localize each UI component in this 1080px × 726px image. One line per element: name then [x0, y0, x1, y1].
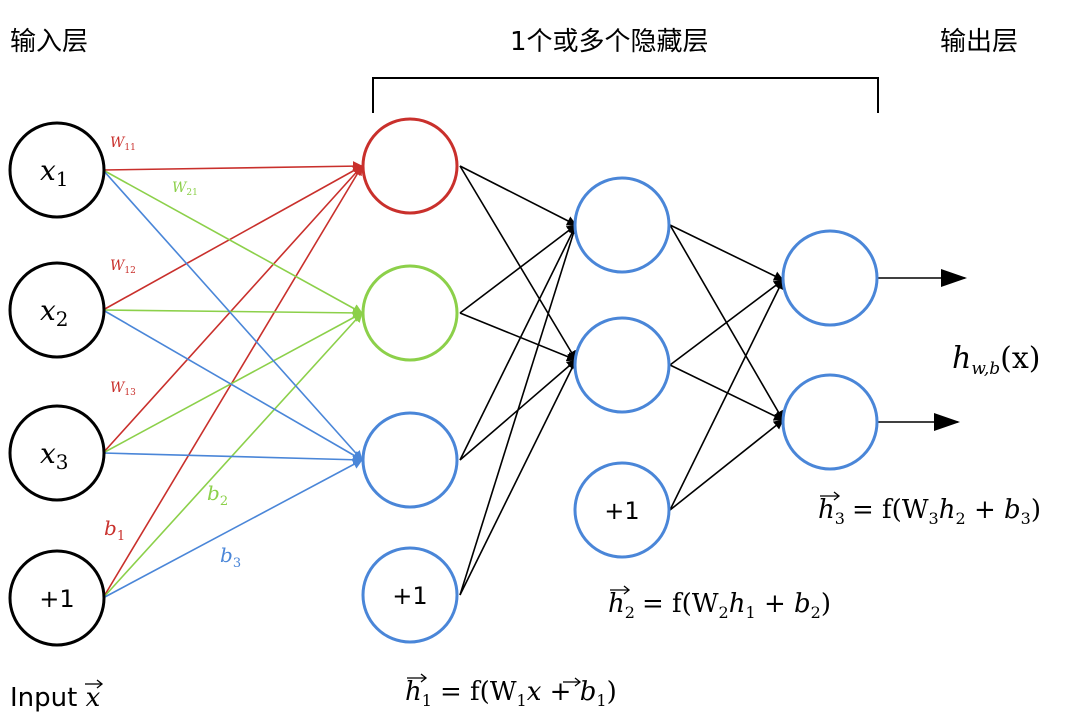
edge-x2-h1c	[102, 309, 363, 461]
hidden2-node-a	[573, 176, 671, 274]
edge-bias1-h2b	[459, 359, 577, 596]
equation-h2: h2 = f(W2h1 + b2)	[608, 585, 831, 622]
svg-text:Input x: Input x	[10, 683, 101, 713]
edge-x1-h1a	[102, 161, 363, 172]
input-node-x3	[8, 404, 106, 502]
output-node-a	[781, 229, 879, 327]
edge-h2b-oa	[669, 279, 784, 366]
equation-h3: h3 = f(W3h2 + b3)	[818, 491, 1041, 528]
edge-x3-h1c	[102, 452, 363, 465]
svg-text:h2: h2	[608, 589, 635, 622]
output-layer	[781, 229, 879, 471]
hidden-layer-header: 1个或多个隐藏层	[510, 27, 709, 57]
weight-label-w12: W12	[110, 258, 136, 276]
hidden1-bias-label: +1	[392, 582, 427, 610]
hidden2-edges	[669, 224, 784, 511]
edge-h1b-h2a	[459, 224, 577, 314]
edge-x1-h1c	[102, 169, 363, 461]
output-layer-header: 输出层	[940, 27, 1018, 57]
input-layer: x1 x2 x3 +1	[8, 121, 106, 647]
edge-b-h1c	[102, 459, 363, 599]
hidden-layer-1: +1	[361, 117, 459, 644]
input-node-x2-label: x2	[40, 294, 69, 331]
bias-weight-labels: b1 b2 b3	[104, 481, 241, 571]
bias-label-b3: b3	[220, 543, 241, 571]
edge-x2-h1a	[102, 165, 363, 311]
hidden2-bias-label: +1	[604, 497, 639, 525]
input-edges	[102, 161, 363, 599]
bias-label-b2: b2	[207, 481, 228, 509]
edge-h1c-h2a	[459, 224, 577, 461]
edge-x3-h1b	[102, 312, 363, 454]
edge-bias1-h2a	[459, 224, 579, 596]
svg-text:h3: h3	[818, 495, 845, 528]
input-vector-label: Input x	[10, 679, 104, 713]
svg-text:h1: h1	[405, 677, 432, 710]
edge-h2a-oa	[669, 224, 784, 281]
bias-label-b1: b1	[104, 516, 125, 544]
svg-text:= f(W3h2 + b3): = f(W3h2 + b3)	[852, 495, 1041, 528]
hidden1-node-b	[361, 264, 459, 362]
input-node-x1	[8, 121, 106, 219]
input-node-bias	[8, 549, 106, 647]
edge-h1b-h2b	[459, 312, 577, 362]
edge-x1-h1b	[102, 169, 363, 314]
hidden2-node-b	[573, 316, 671, 414]
svg-text:= f(W1x + b1): = f(W1x + b1)	[440, 677, 617, 710]
weight-label-w13: W13	[110, 380, 136, 398]
weight-label-w21: W21	[172, 180, 198, 198]
equation-h1: h1 = f(W1x + b1)	[405, 673, 617, 710]
edge-bias2-oa	[669, 279, 784, 511]
edge-b-h1a	[102, 165, 363, 599]
input-node-x2	[8, 261, 106, 359]
hidden1-bias-node	[361, 546, 459, 644]
hidden1-node-c	[361, 411, 459, 509]
hidden2-bias-node	[573, 461, 671, 559]
hidden-layers-bracket	[372, 77, 879, 113]
weight-labels: W11 W21 W12 W13	[110, 135, 198, 398]
hidden-layer-2: +1	[573, 176, 671, 559]
edge-h1a-h2b	[459, 165, 577, 361]
output-function-label: hw,b(x)	[952, 341, 1040, 379]
svg-text:= f(W2h1 + b2): = f(W2h1 + b2)	[642, 589, 831, 622]
edge-b-h1b	[102, 312, 363, 599]
weight-label-w11: W11	[110, 135, 136, 153]
input-node-bias-label: +1	[39, 585, 74, 613]
hidden1-edges	[459, 165, 579, 596]
output-node-b	[781, 373, 879, 471]
edge-h1a-h2a	[459, 165, 577, 226]
edge-x2-h1b	[102, 307, 363, 318]
hidden1-node-a	[361, 117, 459, 215]
edge-h2b-ob	[669, 364, 784, 421]
edge-x3-h1a	[102, 165, 363, 454]
edge-bias2-ob	[669, 419, 784, 511]
input-layer-header: 输入层	[10, 27, 88, 57]
